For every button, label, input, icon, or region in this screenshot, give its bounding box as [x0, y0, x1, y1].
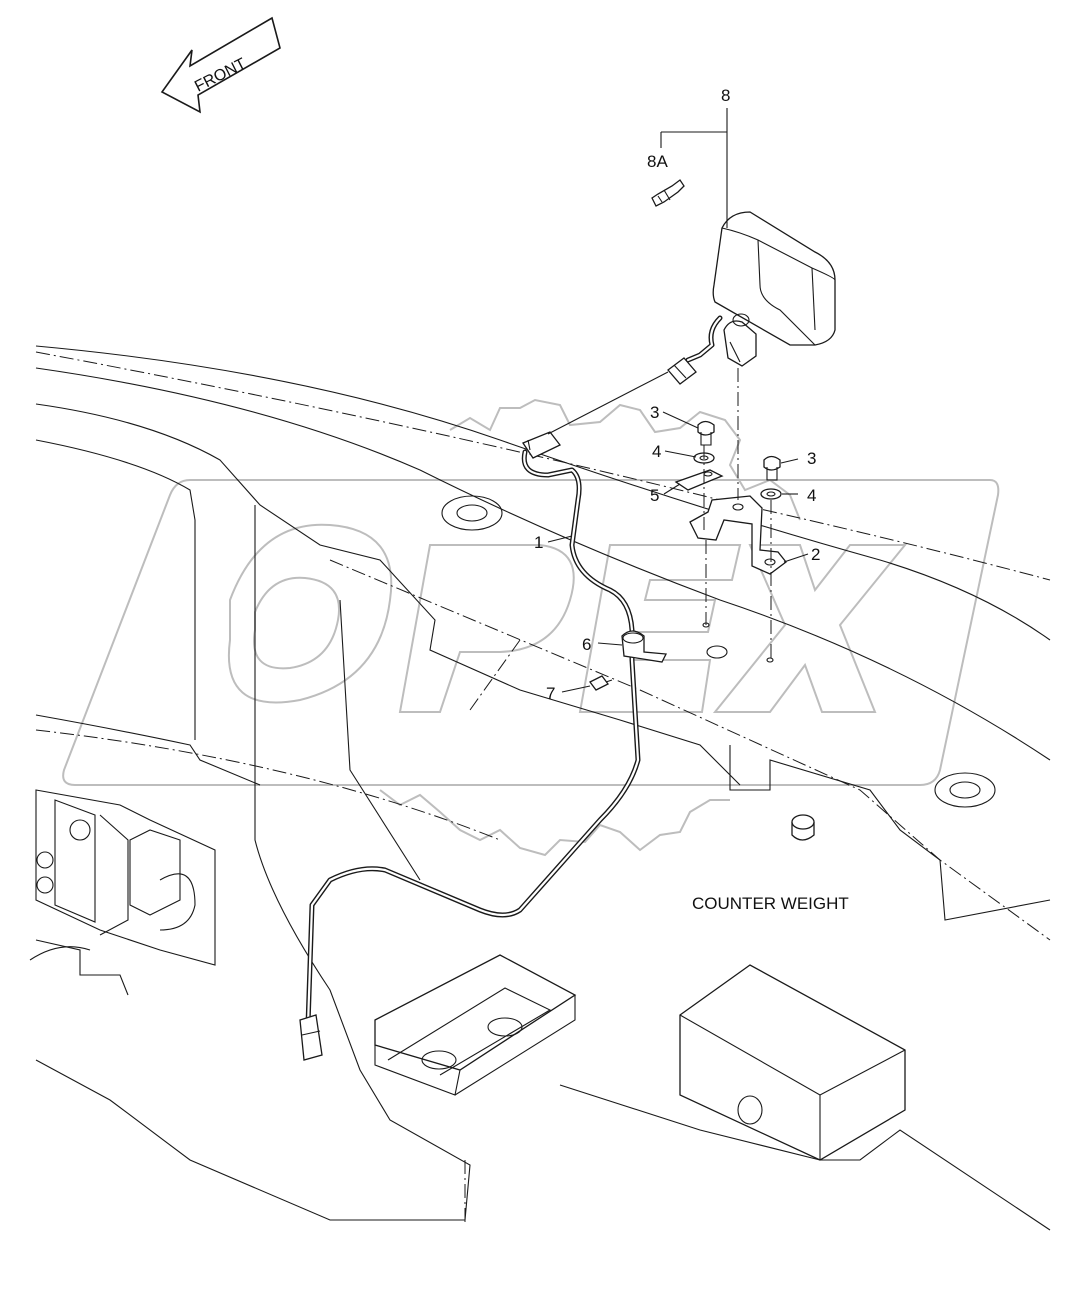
rubber-stop: [791, 814, 815, 841]
bulb: [651, 179, 685, 207]
callout-5: 5: [650, 486, 659, 505]
callout-7: 7: [546, 684, 555, 703]
front-arrow-icon: FRONT: [160, 16, 281, 114]
left-bracket-assembly: [35, 789, 216, 966]
callout-4b: 4: [807, 486, 816, 505]
counter-weight-body: [29, 345, 1051, 1231]
work-lamp: [712, 211, 836, 367]
wire-harness: [305, 449, 641, 1028]
bolt-3b: [763, 455, 781, 481]
callout-4a: 4: [652, 442, 661, 461]
callout-8: 8: [721, 86, 730, 105]
cable-clip: [621, 630, 668, 663]
lamp-bracket: [689, 495, 787, 575]
callout-8a: 8A: [647, 152, 668, 171]
harness-connector-upper: [522, 431, 562, 459]
callout-3b: 3: [807, 449, 816, 468]
opex-watermark: [62, 398, 1000, 857]
mounting-holes: [441, 495, 996, 808]
callout-6: 6: [582, 635, 591, 654]
clip-bolt: [589, 675, 613, 691]
callout-1: 1: [534, 533, 543, 552]
counter-weight-box: [679, 964, 906, 1161]
counter-weight-label: COUNTER WEIGHT: [692, 894, 849, 913]
callout-3a: 3: [650, 403, 659, 422]
washer-4b: [760, 488, 782, 500]
callout-2: 2: [811, 545, 820, 564]
front-arrow-label: FRONT: [192, 55, 249, 95]
lamp-lead: [667, 315, 723, 385]
step-block: [374, 954, 577, 1096]
harness-connector-lower: [299, 1014, 323, 1061]
leader-lines: [547, 108, 809, 693]
connector-leader: [547, 371, 669, 435]
bolt-3a: [697, 420, 715, 446]
